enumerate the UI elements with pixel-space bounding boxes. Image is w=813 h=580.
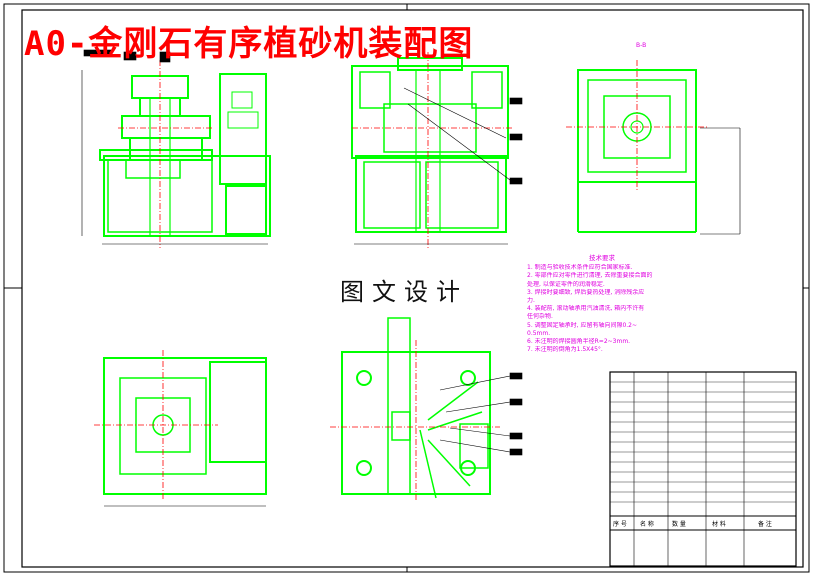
- drawing-frame: [3, 3, 810, 573]
- drawing-title: A0-金刚石有序植砂机装配图: [24, 24, 474, 64]
- tech-item: 6. 未注明的焊接圆角半径R=2~3mm.: [527, 338, 631, 346]
- front-view-centerlines: [118, 60, 212, 248]
- tech-item: 处理, 以保证零件的润滑稳定.: [527, 280, 605, 288]
- side-view: [351, 57, 509, 233]
- section-label: B-B: [636, 42, 647, 49]
- front-view-dimensions: [81, 49, 268, 245]
- plan-view-centerlines: [94, 350, 218, 500]
- tech-item: 7. 未注明的倒角为1.5X45°.: [527, 346, 603, 354]
- header-name: 名 称: [640, 521, 654, 528]
- header-seq: 序 号: [613, 521, 627, 528]
- header-material: 材 料: [712, 521, 726, 528]
- tech-item: 5. 调整固定轴承时, 应留有轴向间隙0.2~: [527, 321, 638, 329]
- tech-item: 3. 焊接时要细致, 焊后要热处理, 消除残余应: [527, 288, 645, 296]
- parts-table: [609, 371, 797, 567]
- side-view-dimensions: [354, 87, 523, 245]
- side-view-centerlines: [352, 52, 512, 248]
- tech-heading: 技术要求: [589, 254, 615, 262]
- section-view-leaders: [439, 372, 523, 456]
- tech-item: 4. 装配前, 滚动轴承用汽油清洗, 箱内不许有: [527, 305, 645, 313]
- parts-table-rows: [610, 381, 796, 503]
- tech-item: 力.: [527, 297, 535, 305]
- tech-item: 0.5mm.: [527, 329, 551, 337]
- technical-requirements: 技术要求 1. 制造与验收技术条件应符合国家标准. 2. 零部件应对零件进行清理…: [527, 254, 677, 354]
- tech-item: 1. 制造与验收技术条件应符合国家标准.: [527, 264, 633, 272]
- plan-view: [103, 357, 267, 495]
- front-view: [99, 73, 271, 237]
- section-view-centerlines: [330, 340, 500, 500]
- top-view-centerlines: [566, 60, 708, 192]
- tech-item: 2. 零部件应对零件进行清理, 去除重要接合面的: [527, 272, 653, 280]
- tech-item: 任何杂物.: [527, 313, 553, 321]
- header-remark: 备 注: [758, 521, 772, 528]
- top-view-dimensions: [700, 127, 741, 235]
- watermark: 图文设计: [340, 278, 468, 306]
- header-qty: 数 量: [672, 521, 686, 528]
